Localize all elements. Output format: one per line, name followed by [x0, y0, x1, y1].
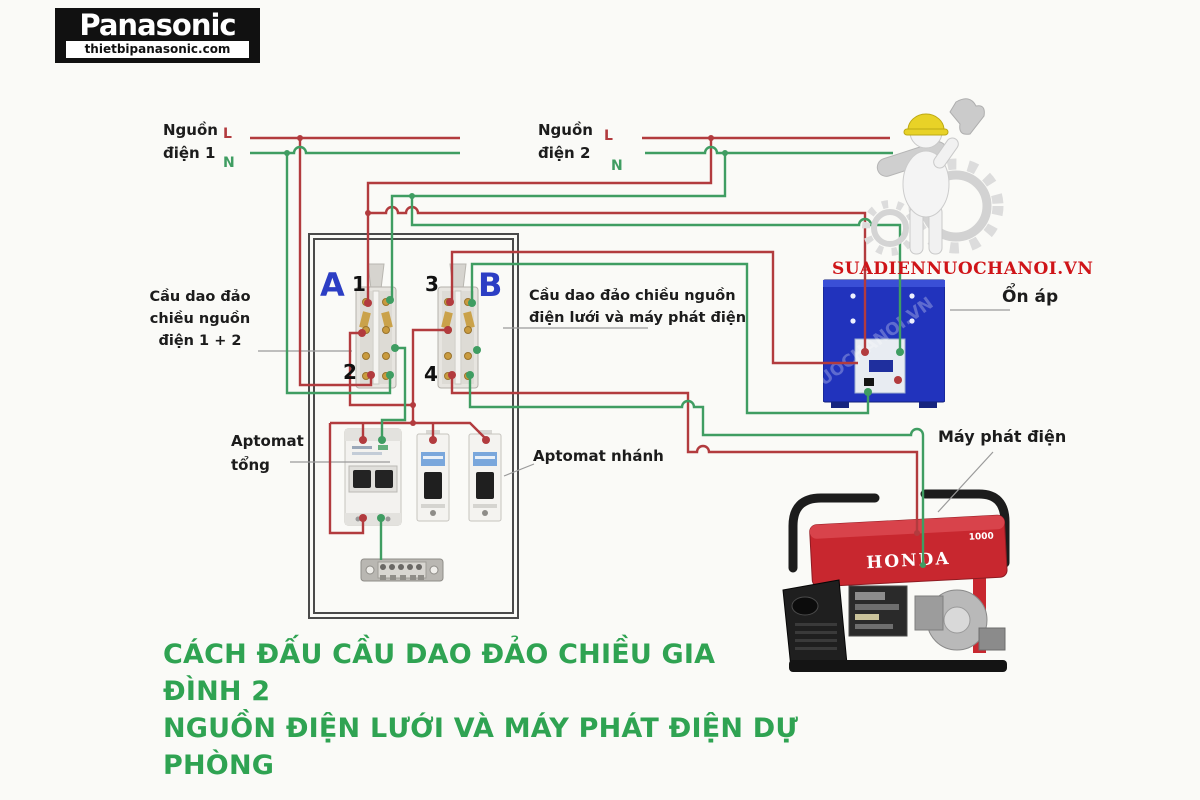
wire-source2-neutral-to-switch-a: [390, 153, 727, 300]
main-breaker-label-line1: Aptomat: [231, 432, 304, 450]
worker-mascot: [862, 98, 1004, 256]
switch-a-letter: A: [320, 266, 345, 304]
switch-a-caption-line1: Cầu dao đảo: [149, 289, 251, 305]
source1-name-line2: điện 1: [163, 144, 216, 162]
switch-a-caption: Cầu dao đảo chiều nguồn điện 1 + 2: [146, 286, 254, 352]
source1-neutral-label: N: [223, 155, 235, 171]
generator: HONDA 1000: [782, 489, 1010, 672]
switch-a-bottom-number: 2: [343, 360, 357, 384]
source2-neutral-label: N: [611, 158, 623, 174]
source2-live-label: L: [604, 128, 613, 144]
brand-name: Panasonic: [79, 8, 236, 42]
stabilizer-label: Ổn áp: [1002, 287, 1059, 307]
source1-label: Nguồn điện 1: [163, 119, 218, 165]
switch-b-caption-line1: Cầu dao đảo chiều nguồn: [529, 288, 736, 304]
wire-stabilizer-out-to-switch-b: [470, 262, 870, 415]
source2-label: Nguồn điện 2: [538, 119, 593, 165]
green-terminals: [284, 150, 926, 568]
switch-a-caption-line3: điện 1 + 2: [158, 333, 242, 349]
title-line1: CÁCH ĐẤU CẦU DAO ĐẢO CHIỀU GIA ĐÌNH 2: [163, 639, 716, 707]
main-breaker-label-line2: tổng: [231, 456, 270, 474]
switch-a-caption-line2: chiều nguồn: [149, 311, 251, 327]
wire-switch-b-top-live: [450, 250, 858, 365]
wire-source1-neutral: [250, 145, 460, 155]
panasonic-logo: Panasonic thietbipanasonic.com: [55, 8, 260, 63]
watermark-text: SUADIENNUOCHANOI.VN: [832, 259, 1094, 279]
wire-main-breaker-loop: [328, 423, 365, 535]
source1-live-label: L: [223, 126, 232, 142]
switch-a-top-number: 1: [352, 272, 366, 296]
switch-b-letter: B: [478, 266, 503, 304]
main-breaker-label: Aptomat tổng: [231, 429, 304, 477]
wire-live-bus: [330, 421, 488, 441]
wire-neutral-to-stabilizer: [410, 196, 902, 352]
main-breaker: [344, 428, 402, 526]
switch-b-top-number: 3: [425, 272, 439, 296]
source2-name-line2: điện 2: [538, 144, 591, 162]
source2-name-line1: Nguồn: [538, 121, 593, 139]
title-line2: NGUỒN ĐIỆN LƯỚI VÀ MÁY PHÁT ĐIỆN DỰ: [163, 713, 799, 744]
switch-b-caption: Cầu dao đảo chiều nguồn điện lưới và máy…: [529, 285, 746, 329]
switch-b-caption-line2: điện lưới và máy phát điện: [529, 310, 747, 326]
generator-label: Máy phát điện: [938, 427, 1067, 446]
leader-branch-breaker: [503, 463, 535, 477]
switch-b-bottom-number: 4: [424, 362, 438, 386]
generator-brand: HONDA: [866, 549, 951, 573]
wire-source2-live-to-switch-a: [366, 138, 713, 303]
site-url: thietbipanasonic.com: [84, 42, 231, 56]
wire-switch-a-common-live: [348, 331, 413, 407]
branch-breaker-label: Aptomat nhánh: [533, 447, 664, 465]
title-line3: PHÒNG: [163, 750, 275, 781]
red-terminals: [297, 135, 920, 536]
wire-source2-neutral: [645, 145, 893, 155]
distribution-panel: [308, 233, 519, 619]
wire-switch-b-to-generator-live: [450, 375, 919, 533]
wire-switch-b-common-live: [411, 328, 448, 423]
wire-switch-b-to-generator-neutral: [468, 375, 925, 565]
voltage-stabilizer: UOCHANOI.VN: [823, 279, 945, 408]
generator-model: 1000: [968, 531, 994, 542]
wire-source1-live-to-switch-a: [298, 138, 373, 387]
wire-switch-a-common-neutral: [380, 346, 407, 440]
wire-live-to-stabilizer: [368, 205, 867, 352]
source1-name-line1: Nguồn: [163, 121, 218, 139]
site-strip: thietbipanasonic.com: [66, 41, 249, 58]
panel-inner-border: [313, 238, 514, 614]
diagram-title: CÁCH ĐẤU CẦU DAO ĐẢO CHIỀU GIA ĐÌNH 2 NG…: [163, 636, 803, 784]
leader-generator: [937, 451, 994, 513]
terminal-bar: [360, 558, 444, 582]
wire-source1-neutral-to-switch-a: [285, 153, 392, 395]
